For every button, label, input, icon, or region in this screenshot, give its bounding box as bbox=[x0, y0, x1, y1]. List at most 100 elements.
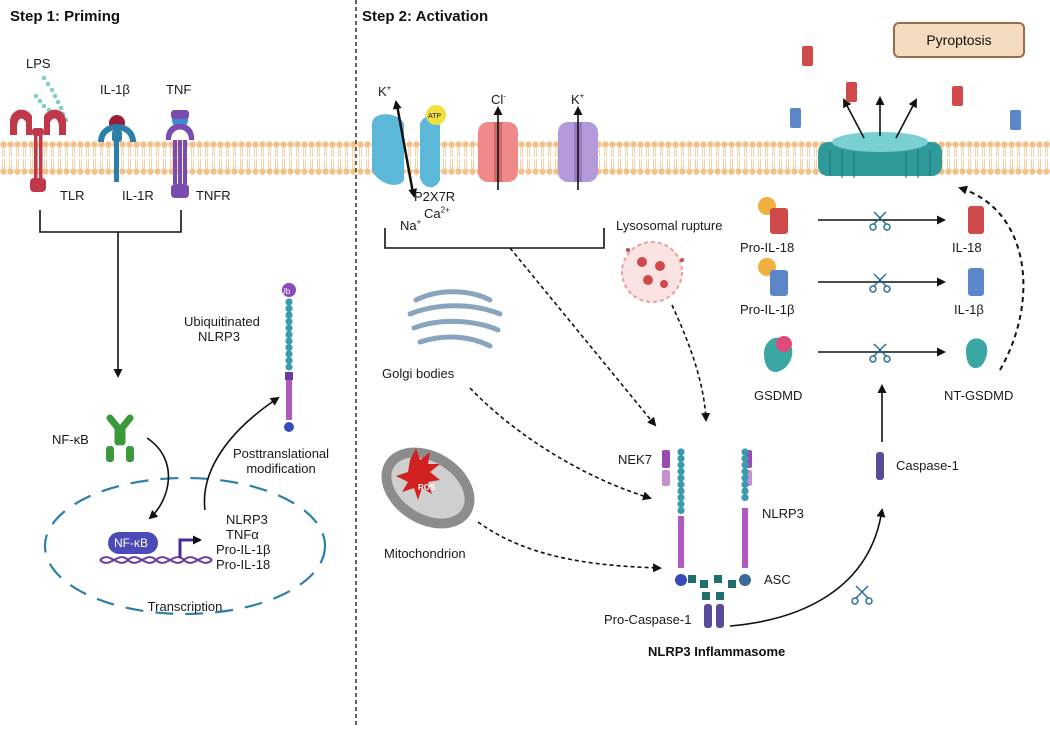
il1r-label: IL-1R bbox=[122, 188, 154, 203]
lrr-bead bbox=[741, 448, 749, 456]
lrr-bead bbox=[677, 474, 685, 482]
ubiquitinated-nlrp3 bbox=[282, 283, 296, 432]
na-ca-influx-arrow bbox=[397, 107, 418, 198]
nt-gsdmd-shape bbox=[966, 338, 988, 369]
activation-bracket bbox=[384, 228, 605, 249]
ca-charge: 2+ bbox=[440, 205, 450, 215]
lrr-bead bbox=[677, 454, 685, 463]
lrr-bead bbox=[741, 461, 749, 469]
lrr-bead bbox=[285, 337, 293, 345]
gsdmd-pore bbox=[818, 132, 942, 178]
k2-symbol: K bbox=[571, 92, 580, 107]
gene-tnfa: TNFα bbox=[226, 527, 259, 542]
gsdmd-shape bbox=[764, 336, 793, 372]
cl-label: Cl- bbox=[491, 92, 506, 107]
arrow-ptm bbox=[203, 396, 280, 511]
scissors-icon bbox=[869, 273, 891, 293]
golgi-body bbox=[407, 289, 503, 349]
k-symbol: K bbox=[378, 84, 387, 99]
tnf-label: TNF bbox=[166, 82, 192, 97]
caspase1-shape bbox=[876, 452, 884, 480]
dna-strand bbox=[99, 556, 213, 564]
priming-bracket bbox=[39, 210, 182, 233]
tlr-label: TLR bbox=[60, 188, 85, 203]
asc-label: ASC bbox=[764, 572, 791, 587]
lrr-bead bbox=[741, 480, 749, 489]
p2x7r-label: P2X7R bbox=[414, 189, 456, 204]
step2-header: Step 2: Activation bbox=[362, 8, 489, 25]
pro-il1b-label: Pro-IL-1β bbox=[740, 302, 795, 317]
ptm-label-1: Posttranslational bbox=[232, 446, 330, 461]
lps-label: LPS bbox=[26, 56, 51, 71]
lrr-bead bbox=[677, 480, 685, 489]
k-channel-label: K+ bbox=[571, 92, 584, 107]
ros-label: ROS bbox=[418, 483, 436, 492]
golgi-label: Golgi bodies bbox=[382, 366, 455, 381]
lrr-bead bbox=[741, 454, 749, 463]
arrow-golgi-to-inflammasome bbox=[469, 387, 652, 501]
lrr-bead bbox=[285, 330, 293, 339]
lysosome bbox=[621, 241, 684, 303]
scissors-icon bbox=[869, 343, 891, 363]
il18-label: IL-18 bbox=[952, 240, 982, 255]
lrr-bead bbox=[285, 311, 293, 319]
pro-il18-label: Pro-IL-18 bbox=[740, 240, 795, 255]
scissors-icon bbox=[851, 585, 873, 605]
nfkb-dna-label: NF-κB bbox=[114, 536, 148, 550]
mitochondrion-label: Mitochondrion bbox=[384, 546, 466, 561]
lrr-bead bbox=[741, 474, 749, 482]
lrr-bead bbox=[677, 500, 685, 508]
il1b-ligand-label: IL-1β bbox=[100, 82, 130, 97]
lysosomal-label: Lysosomal rupture bbox=[616, 218, 723, 233]
ub-label: Ub bbox=[280, 287, 291, 296]
atp-label: ATP bbox=[428, 113, 442, 120]
arrow-nfkb-to-nucleus bbox=[146, 437, 170, 520]
p2x7r-channel bbox=[372, 105, 446, 188]
pyroptosis-box: Pyroptosis bbox=[893, 22, 1025, 58]
ca-symbol: Ca bbox=[424, 206, 441, 221]
ca-label: Ca2+ bbox=[424, 206, 450, 221]
lrr-bead bbox=[677, 467, 685, 476]
inflammasome-title: NLRP3 Inflammasome bbox=[648, 644, 786, 659]
pro-il1b-shape bbox=[758, 258, 788, 296]
arrow-to-caspase1 bbox=[729, 508, 886, 627]
lrr-bead bbox=[285, 350, 293, 358]
nt-gsdmd-label: NT-GSDMD bbox=[944, 388, 1014, 403]
gsdmd-label: GSDMD bbox=[754, 388, 803, 403]
ubiquitinated-label: Ubiquitinated bbox=[184, 314, 260, 329]
lrr-bead bbox=[285, 343, 293, 352]
lrr-bead bbox=[677, 493, 685, 502]
gene-pro-il18: Pro-IL-18 bbox=[216, 557, 271, 572]
il1b-shape bbox=[968, 268, 984, 296]
ub-nlrp3-label: NLRP3 bbox=[198, 329, 240, 344]
k-efflux-label: K+ bbox=[378, 84, 391, 99]
lrr-bead bbox=[677, 506, 685, 515]
arrow-ntgsdmd-to-pore bbox=[958, 185, 1025, 371]
tnfr-label: TNFR bbox=[196, 188, 231, 203]
na-label: Na+ bbox=[400, 218, 421, 233]
lrr-bead bbox=[285, 317, 293, 326]
il1b-label: IL-1β bbox=[954, 302, 984, 317]
na-charge: + bbox=[416, 217, 422, 227]
cl-charge: - bbox=[503, 91, 506, 101]
arrow-mito-to-inflammasome bbox=[477, 521, 662, 573]
arrow-lysosome-to-inflammasome bbox=[671, 304, 711, 422]
nlrp3-inflammasome bbox=[662, 448, 752, 628]
mitochondrion-shape bbox=[381, 447, 475, 529]
lrr-bead bbox=[285, 298, 293, 306]
gene-nlrp3: NLRP3 bbox=[226, 512, 268, 527]
scissors-icon bbox=[869, 211, 891, 231]
procaspase-label: Pro-Caspase-1 bbox=[604, 612, 692, 627]
lrr-bead bbox=[741, 467, 749, 476]
k-efflux-arrow bbox=[392, 100, 413, 191]
pore-release-arrows bbox=[843, 96, 917, 139]
transcription-label: Transcription bbox=[147, 599, 223, 614]
k2-charge: + bbox=[579, 91, 585, 101]
lrr-bead bbox=[677, 448, 685, 456]
nek7-label: NEK7 bbox=[618, 452, 652, 467]
il1r-receptor bbox=[98, 124, 136, 182]
na-symbol: Na bbox=[400, 218, 417, 233]
lrr-bead bbox=[285, 324, 293, 332]
